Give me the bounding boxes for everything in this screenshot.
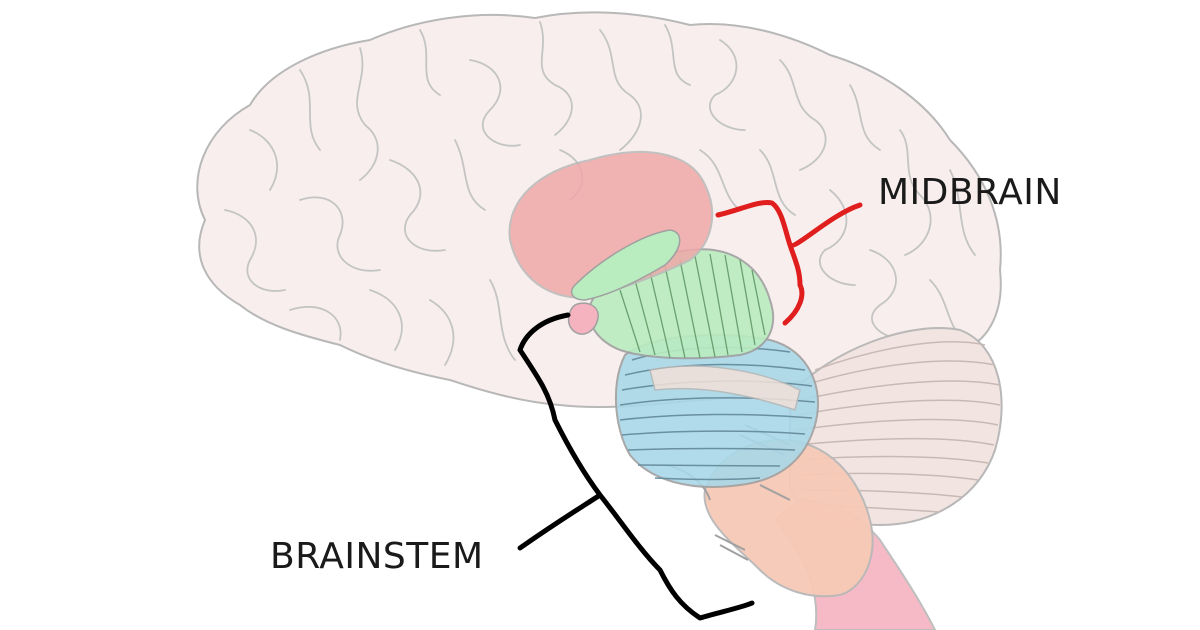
brainstem-bracket bbox=[517, 312, 755, 621]
thalamus bbox=[508, 151, 714, 335]
peduncle bbox=[649, 365, 801, 411]
cerebellum-folia bbox=[794, 341, 1001, 513]
pons bbox=[615, 334, 819, 488]
cerebrum-gyri bbox=[224, 21, 976, 366]
midbrain-label: MIDBRAIN bbox=[878, 172, 1062, 213]
midbrain-bracket bbox=[715, 199, 863, 326]
midbrain-stripes bbox=[619, 253, 766, 359]
brainstem-label: BRAINSTEM bbox=[270, 536, 484, 577]
thalamus-inner bbox=[570, 229, 681, 301]
pituitary bbox=[567, 302, 599, 335]
